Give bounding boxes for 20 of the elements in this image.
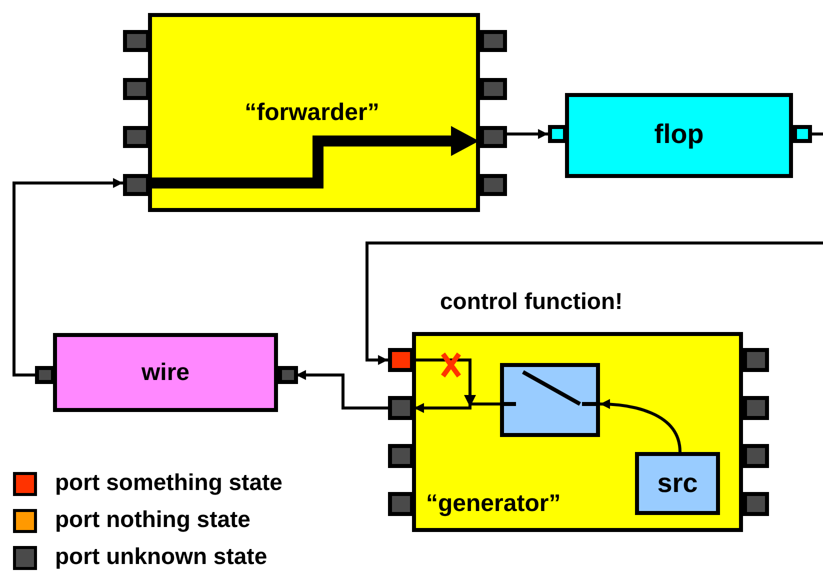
connector-arrow — [366, 242, 823, 365]
block-label: src — [656, 468, 699, 499]
connector-arrow — [505, 129, 548, 139]
forwarder-module-block — [123, 13, 505, 212]
block-label: “forwarder” — [244, 99, 380, 127]
legend-text: port something state — [55, 469, 282, 496]
block-label: “generator” — [426, 490, 562, 518]
switch-block — [500, 363, 600, 437]
block-label: flop — [653, 119, 705, 150]
connector-arrow — [296, 370, 388, 410]
connector-arrow — [12, 178, 123, 376]
legend-text: port nothing state — [55, 506, 250, 533]
legend-text: port unknown state — [55, 543, 268, 570]
connector-arrow — [414, 402, 500, 413]
src-block — [635, 452, 720, 515]
annotation-text: control function! — [440, 288, 623, 315]
block-label: wire — [140, 359, 191, 387]
connector-arrow — [600, 399, 682, 452]
generator-module-block — [388, 332, 767, 532]
wire-module-block — [35, 333, 296, 412]
